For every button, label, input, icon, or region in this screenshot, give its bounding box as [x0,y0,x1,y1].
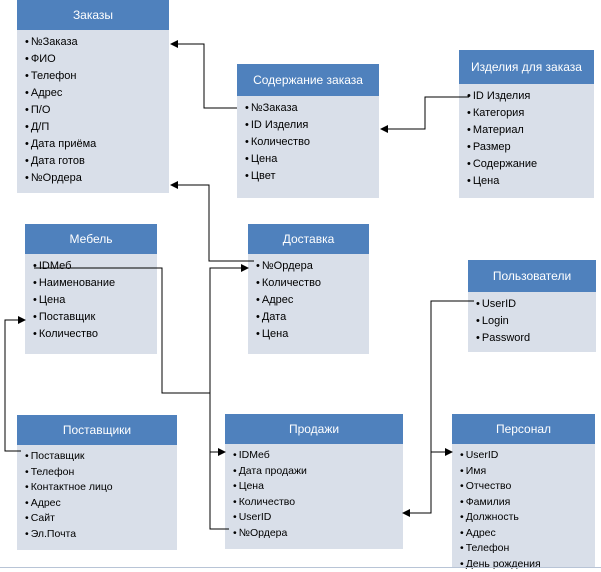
connector-contents-to-orders [171,44,237,108]
connector-delivery-to-orders [171,185,254,261]
connector-staff-to-sales [403,452,452,513]
connector-products-to-contents [381,97,469,129]
connector-sales-to-delivery [210,268,248,529]
connector-suppliers-to-furniture [5,320,25,451]
connector-furniture-to-sales [34,268,225,452]
connector-users-to-staff [431,301,474,452]
bottom-divider [0,567,601,568]
